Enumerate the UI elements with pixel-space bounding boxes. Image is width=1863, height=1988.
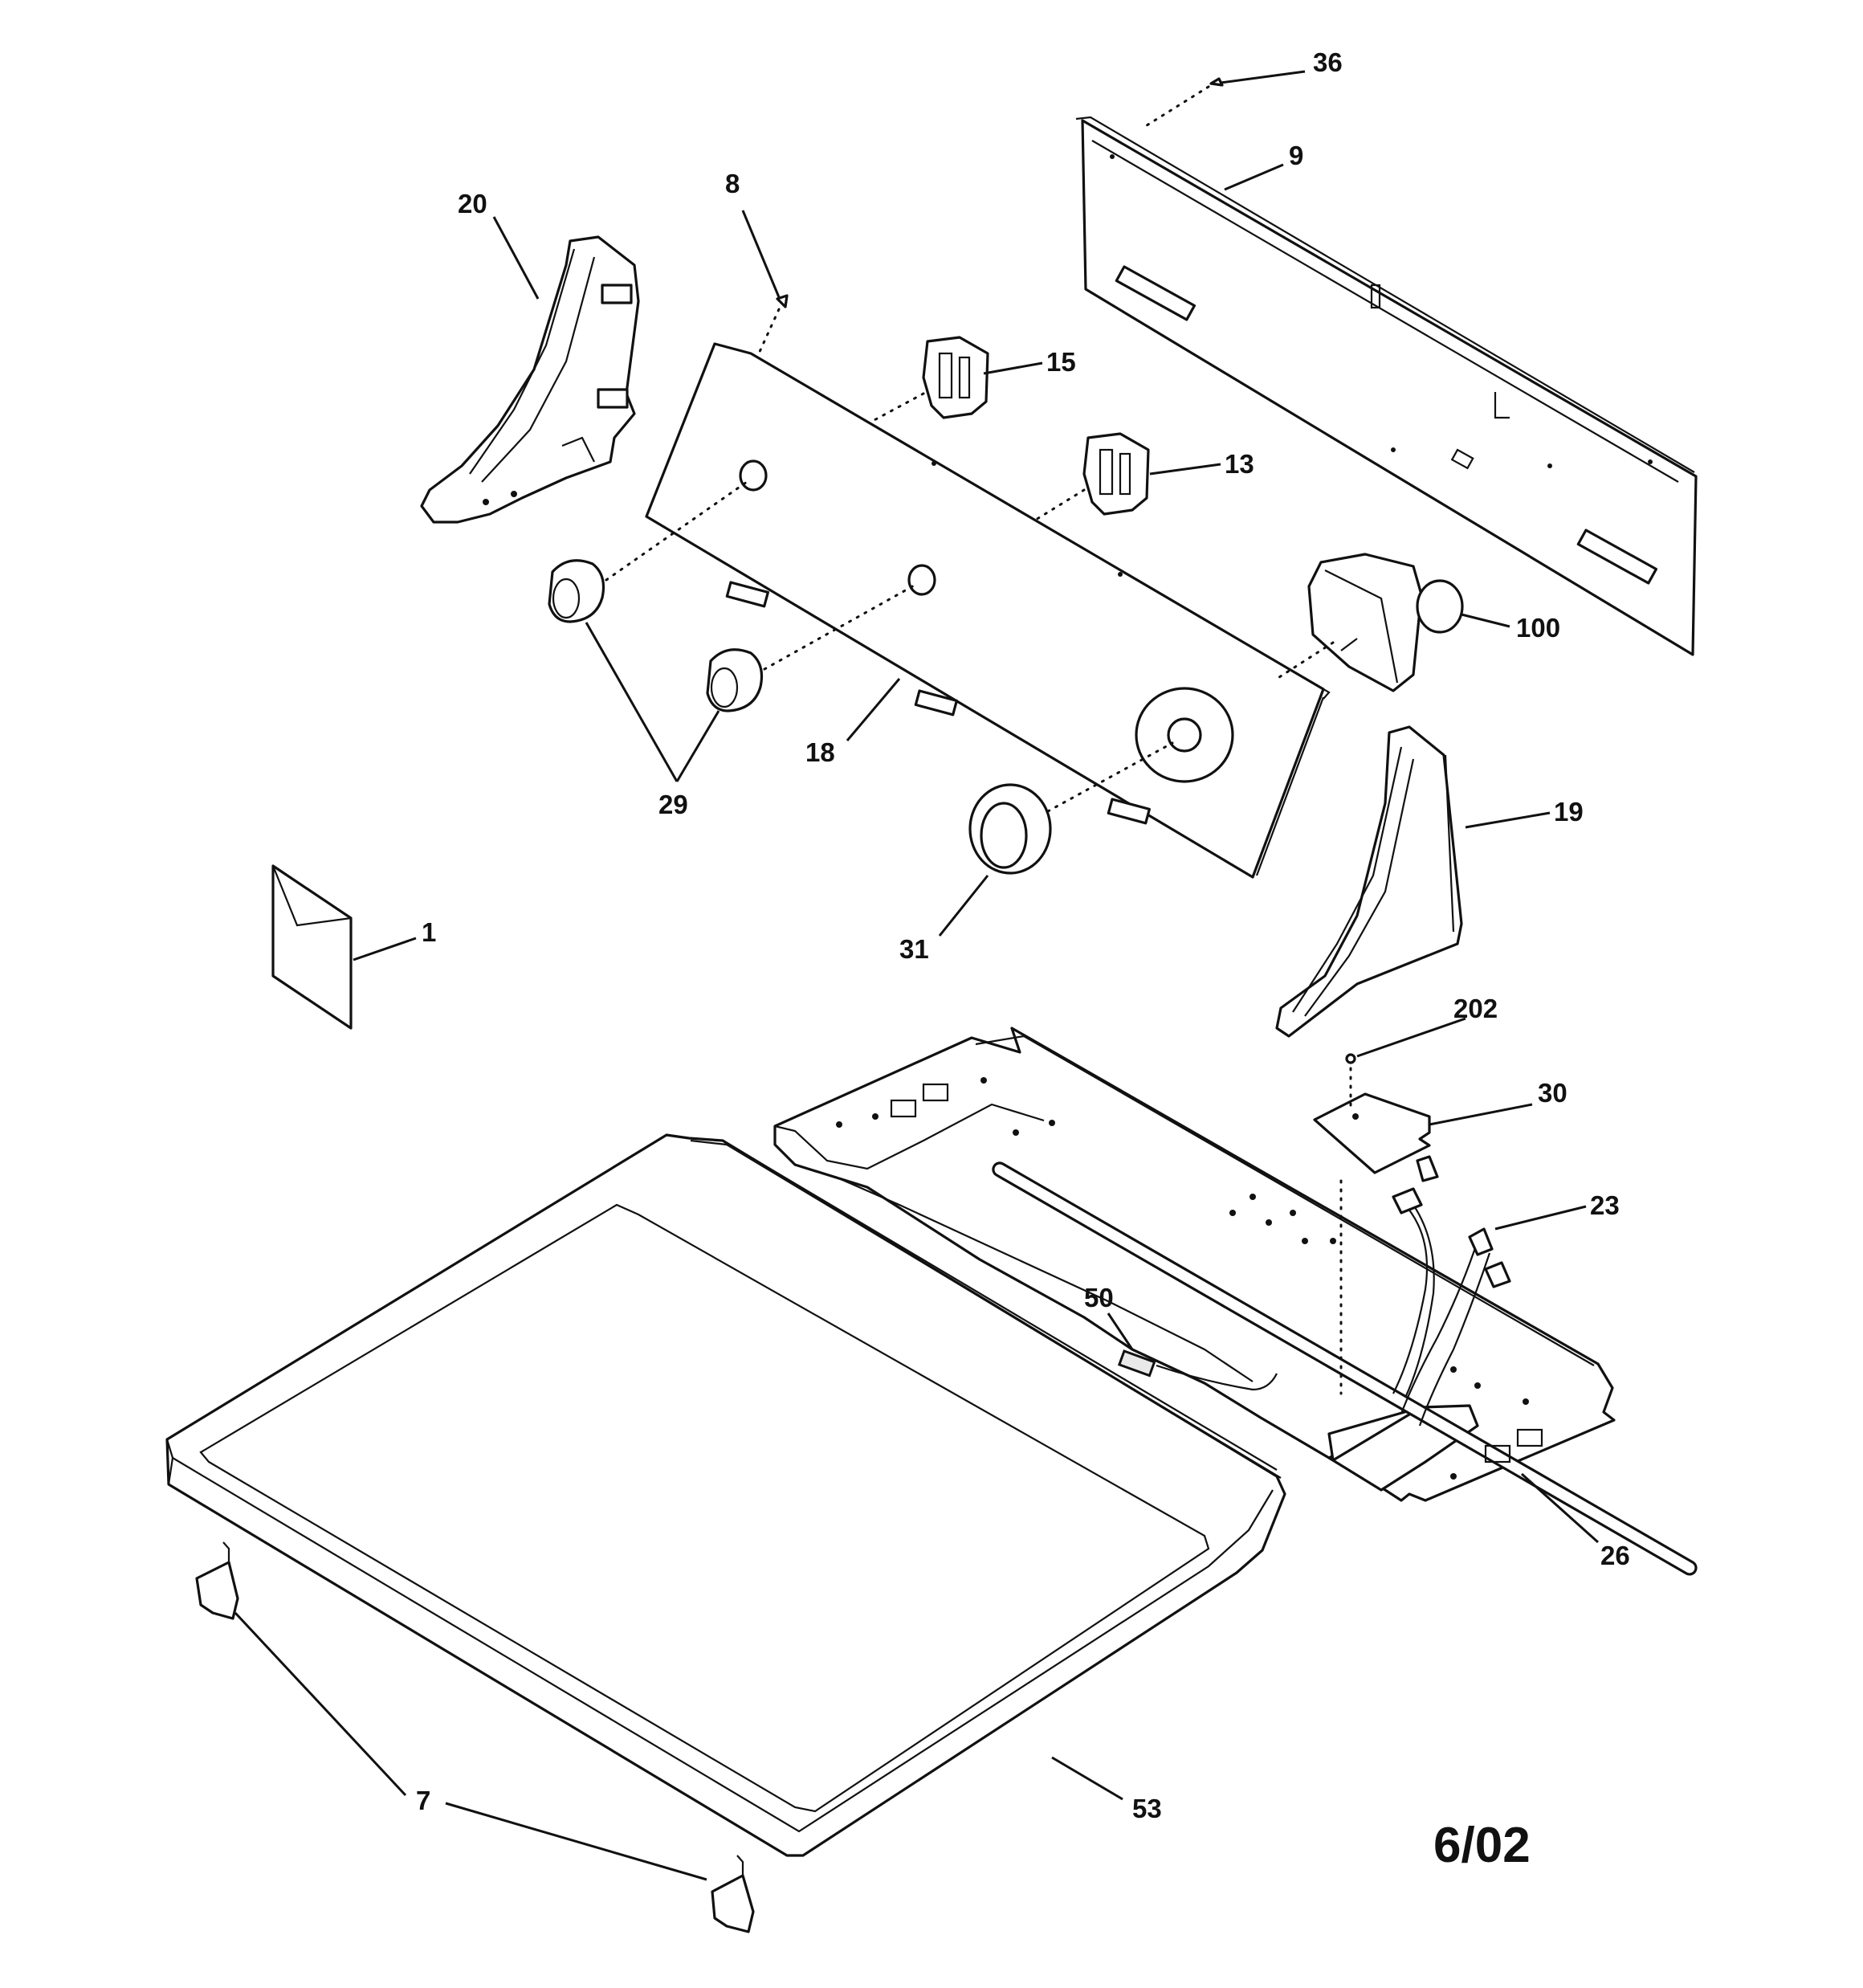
callout-31: 31 bbox=[899, 934, 929, 964]
callout-50: 50 bbox=[1084, 1283, 1114, 1312]
callout-26: 26 bbox=[1600, 1541, 1630, 1570]
part-20-left-end-cap bbox=[420, 235, 640, 524]
callout-13: 13 bbox=[1225, 449, 1254, 479]
callout-1: 1 bbox=[422, 917, 436, 947]
callout-202: 202 bbox=[1453, 994, 1498, 1023]
callout-labels: 36 9 8 20 15 13 100 19 18 29 31 1 202 30… bbox=[416, 47, 1630, 1823]
part-202-screw bbox=[1339, 1053, 1356, 1395]
callout-20: 20 bbox=[458, 189, 487, 218]
part-26-top-frame bbox=[773, 1027, 1698, 1576]
part-29-knob-lower bbox=[706, 583, 917, 712]
callout-36: 36 bbox=[1313, 47, 1343, 77]
part-36-screw bbox=[1143, 77, 1224, 129]
callout-8: 8 bbox=[725, 169, 740, 198]
part-9-rear-panel bbox=[1075, 116, 1698, 656]
part-50-sensor bbox=[1117, 1349, 1278, 1391]
callout-7: 7 bbox=[416, 1786, 430, 1815]
part-7-hinge-left bbox=[195, 1541, 239, 1620]
callout-18: 18 bbox=[805, 737, 835, 767]
callout-15: 15 bbox=[1046, 347, 1076, 377]
date-code: 6/02 bbox=[1433, 1818, 1531, 1873]
part-19-right-end-cap bbox=[1275, 725, 1463, 1038]
callout-30: 30 bbox=[1538, 1078, 1567, 1108]
part-100-timer bbox=[1275, 553, 1464, 692]
part-53-top-cover bbox=[165, 1133, 1286, 1857]
callout-9: 9 bbox=[1289, 141, 1303, 170]
callout-100: 100 bbox=[1516, 613, 1560, 643]
part-13-switch bbox=[1030, 432, 1150, 524]
part-8-screw bbox=[757, 294, 789, 355]
part-1-literature-envelope bbox=[271, 864, 353, 1030]
part-29-knob-upper bbox=[548, 480, 748, 623]
callout-19: 19 bbox=[1554, 797, 1584, 827]
callout-29: 29 bbox=[658, 790, 688, 819]
part-23-wire-harness bbox=[1392, 1155, 1511, 1427]
part-30-cover-plate bbox=[1313, 1092, 1431, 1174]
callout-53: 53 bbox=[1132, 1794, 1162, 1823]
leader-lines bbox=[234, 70, 1600, 1881]
part-18-control-panel bbox=[645, 342, 1331, 879]
part-15-switch bbox=[870, 336, 989, 423]
part-7-hinge-right bbox=[711, 1855, 755, 1933]
callout-23: 23 bbox=[1590, 1190, 1620, 1220]
part-31-timer-knob bbox=[968, 741, 1174, 875]
